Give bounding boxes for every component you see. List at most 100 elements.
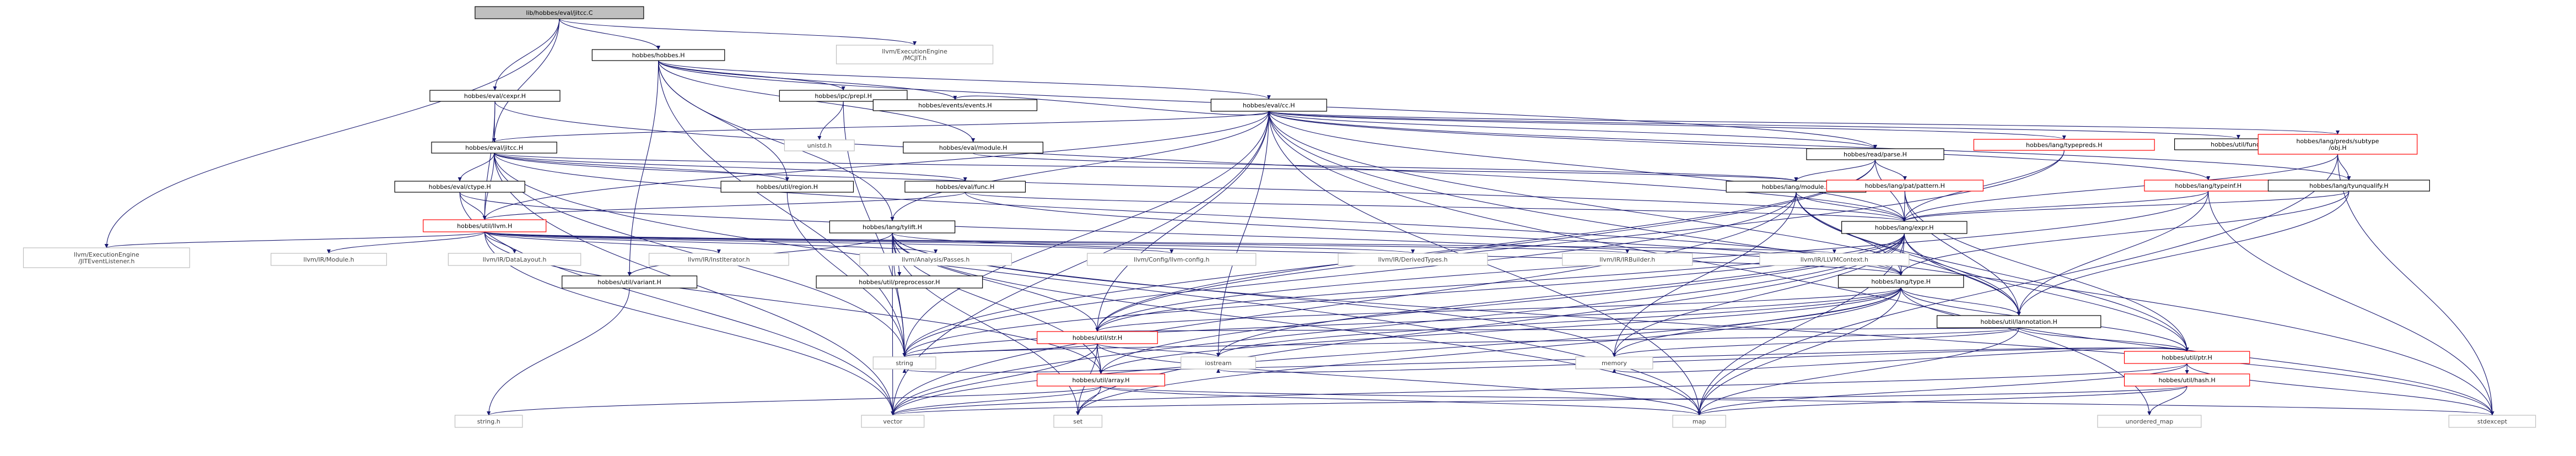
node-label: hobbes/lang/typeinf.H (2175, 182, 2241, 189)
node-box (779, 90, 908, 102)
node-array-H[interactable]: hobbes/util/array.H (1037, 373, 1165, 387)
node-label-line: hobbes/eval/cc.H (1243, 102, 1295, 109)
edge-tyunqualify-to-expr-H (1902, 191, 2349, 222)
node-label-line: /obj.H (2329, 144, 2346, 151)
node-patpattern[interactable]: hobbes/lang/pat/pattern.H (1826, 180, 1984, 192)
node-expr-H[interactable]: hobbes/lang/expr.H (1841, 221, 1968, 234)
node-box (1181, 356, 1256, 370)
node-ee-mcjit: llvm/ExecutionEngine/MCJIT.h (836, 45, 994, 64)
edge-array-H-to-set (1076, 386, 1102, 416)
node-label: hobbes/lang/expr.H (1875, 224, 1934, 231)
node-tyunqualify[interactable]: hobbes/lang/tyunqualify.H (2267, 180, 2430, 192)
node-box (649, 253, 789, 266)
node-str-H[interactable]: hobbes/util/str.H (1037, 331, 1158, 344)
node-iostream: iostream (1181, 356, 1256, 370)
node-label-line: hobbes/lang/module.H (1762, 183, 1830, 191)
node-label-line: llvm/Analysis/Passes.h (902, 256, 969, 263)
node-label: hobbes/eval/func.H (936, 183, 994, 191)
edge-tylift-to-memory (892, 232, 1616, 357)
node-label-line: map (1693, 418, 1706, 425)
node-label-line: lib/hobbes/eval/jitcc.C (526, 9, 592, 17)
edge-tylift-to-string (892, 232, 907, 357)
node-label-line: hobbes/util/array.H (1073, 377, 1130, 384)
node-box (2257, 134, 2418, 155)
node-variant[interactable]: hobbes/util/variant.H (562, 275, 698, 289)
edge-type-H-to-set (1076, 287, 1901, 416)
node-box (720, 181, 854, 193)
edge-tylift-to-map (892, 232, 1701, 416)
node-label: unordered_map (2126, 418, 2174, 425)
node-cc-H[interactable]: hobbes/eval/cc.H (1210, 99, 1327, 112)
node-label: llvm/IR/Module.h (304, 256, 354, 263)
edge-hobbes-H-to-string (658, 60, 907, 357)
node-region[interactable]: hobbes/util/region.H (720, 181, 854, 193)
node-box (475, 6, 644, 19)
edge-cc-H-to-lannotation (1268, 111, 2021, 316)
edge-typeinf-to-stdexcept (2208, 191, 2494, 416)
node-label: hobbes/util/llvm.H (457, 222, 512, 230)
node-box (859, 253, 1012, 266)
node-label: hobbes/hobbes.H (632, 52, 685, 59)
node-box (903, 142, 1044, 154)
edge-hobbes-H-to-ipc-prepl (658, 60, 845, 91)
node-typepreds[interactable]: hobbes/lang/typepreds.H (1973, 139, 2155, 151)
node-hobbes-H[interactable]: hobbes/hobbes.H (591, 49, 725, 61)
edge-array-H-to-map (1101, 386, 1701, 416)
node-layer: lib/hobbes/eval/jitcc.C hobbes/hobbes.H ll… (23, 6, 2536, 428)
node-box (271, 253, 387, 266)
node-evalfunc[interactable]: hobbes/eval/func.H (904, 181, 1026, 193)
edge-root-to-jitlistener (104, 18, 560, 248)
node-read-parse[interactable]: hobbes/read/parse.H (1806, 148, 1944, 160)
node-irmodule: llvm/IR/Module.h (271, 253, 387, 266)
node-preprocessor[interactable]: hobbes/util/preprocessor.H (816, 275, 983, 289)
node-label-line: string (896, 360, 913, 367)
node-events[interactable]: hobbes/events/events.H (872, 99, 1038, 111)
node-box (23, 247, 190, 268)
edge-cc-H-to-typepreds (1268, 111, 2066, 140)
node-label: hobbes/events/events.H (918, 102, 991, 109)
edge-ctype-to-llvm-H (459, 192, 487, 220)
node-label-line: llvm/IR/DataLayout.h (483, 256, 547, 263)
edge-jitcc-H-to-region (494, 153, 789, 182)
node-label: string (896, 360, 913, 367)
node-ctype[interactable]: hobbes/eval/ctype.H (394, 181, 525, 193)
edge-expr-H-to-vector (891, 233, 1905, 416)
edge-llvm-H-to-llvmcontext (484, 231, 1836, 254)
node-label: hobbes/eval/cc.H (1243, 102, 1295, 109)
node-box (1937, 315, 2101, 328)
node-derivedtypes: llvm/IR/DerivedTypes.h (1338, 253, 1488, 266)
node-box (591, 49, 725, 61)
edge-root-to-hobbes-H (559, 18, 661, 50)
node-type-H[interactable]: hobbes/lang/type.H (1837, 275, 1964, 288)
node-label-line: /MCJIT.h (903, 55, 926, 62)
node-label-line: hobbes/util/variant.H (597, 279, 661, 286)
node-hash-H[interactable]: hobbes/util/hash.H (2124, 373, 2250, 387)
node-evalmodule[interactable]: hobbes/eval/module.H (903, 142, 1044, 154)
node-jitcc-H[interactable]: hobbes/eval/jitcc.H (431, 142, 557, 154)
edge-type-H-to-vector (891, 287, 1901, 416)
node-lannotation[interactable]: hobbes/util/lannotation.H (1937, 315, 2101, 328)
node-ipc-prepl[interactable]: hobbes/ipc/prepl.H (779, 90, 908, 102)
node-box (1837, 275, 1964, 288)
node-cexpr-H[interactable]: hobbes/eval/cexpr.H (429, 90, 561, 102)
node-box (562, 275, 698, 289)
edge-str-H-to-vector (891, 343, 1098, 416)
node-llvm-H[interactable]: hobbes/util/llvm.H (423, 219, 547, 232)
node-box (872, 99, 1038, 111)
node-tylift[interactable]: hobbes/lang/tylift.H (829, 220, 956, 234)
node-label-line: unordered_map (2126, 418, 2174, 425)
edge-langmodule-to-memory (1612, 192, 1797, 357)
node-label-line: hobbes/lang/pat/pattern.H (1865, 182, 1945, 189)
node-label: set (1073, 418, 1082, 425)
edge-lannotation-to-map (1697, 327, 2019, 416)
edge-tyunqualify-to-type-H (1899, 191, 2349, 276)
node-string-h: string.h (454, 415, 523, 428)
node-root[interactable]: lib/hobbes/eval/jitcc.C (475, 6, 644, 19)
edge-prodsubtype-to-expr-H (1902, 154, 2338, 222)
node-label-line: hobbes/util/hash.H (2159, 377, 2216, 384)
node-ptr-H[interactable]: hobbes/util/ptr.H (2124, 351, 2250, 364)
edge-events-to-cc-H (955, 95, 1271, 116)
node-prodsubtype[interactable]: hobbes/lang/preds/subtype/obj.H (2257, 134, 2418, 155)
node-typeinf[interactable]: hobbes/lang/typeinf.H (2144, 180, 2273, 192)
node-stdexcept: stdexcept (2448, 415, 2536, 428)
